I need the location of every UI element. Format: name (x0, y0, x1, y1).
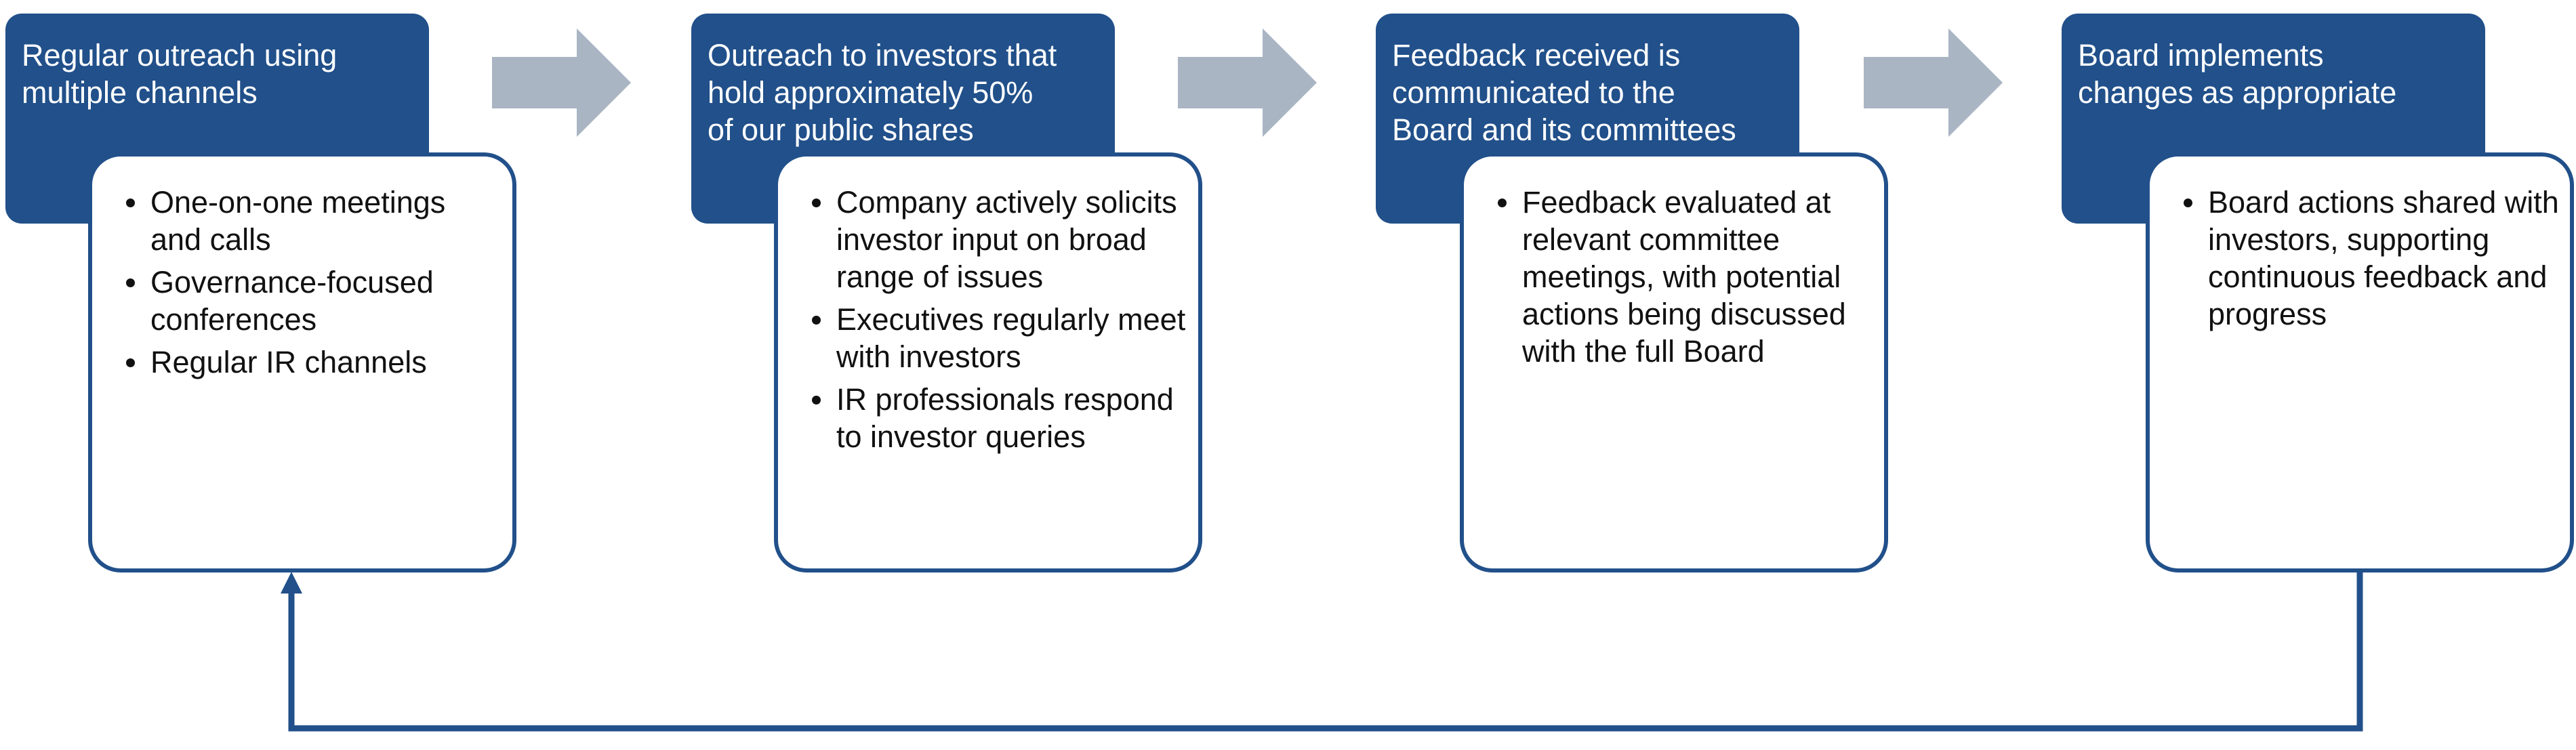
list-item: Company actively solicits investor input… (797, 184, 1189, 295)
right-arrow-icon (1864, 28, 2003, 137)
list-item: Board actions shared with investors, sup… (2169, 184, 2560, 333)
right-arrow-icon (492, 28, 631, 137)
step-1-box: One-on-one meetings and calls Governance… (88, 152, 516, 572)
step-4-box: Board actions shared with investors, sup… (2146, 152, 2574, 572)
step-2-box: Company actively solicits investor input… (774, 152, 1202, 572)
right-arrow-icon (1178, 28, 1317, 137)
list-item: Executives regularly meet with investors (797, 301, 1189, 375)
list-item: Regular IR channels (111, 343, 503, 381)
step-3-bullets: Feedback evaluated at relevant committee… (1483, 184, 1875, 370)
step-3-header: Feedback received is communicated to the… (1376, 14, 1799, 224)
list-item: Governance-focused conferences (111, 264, 503, 338)
step-4-bullets: Board actions shared with investors, sup… (2169, 184, 2560, 333)
step-1-bullets: One-on-one meetings and calls Governance… (111, 184, 503, 381)
step-3-box: Feedback evaluated at relevant committee… (1460, 152, 1888, 572)
list-item: IR professionals respond to investor que… (797, 381, 1189, 455)
step-2-bullets: Company actively solicits investor input… (797, 184, 1189, 455)
list-item: One-on-one meetings and calls (111, 184, 503, 258)
list-item: Feedback evaluated at relevant committee… (1483, 184, 1875, 370)
